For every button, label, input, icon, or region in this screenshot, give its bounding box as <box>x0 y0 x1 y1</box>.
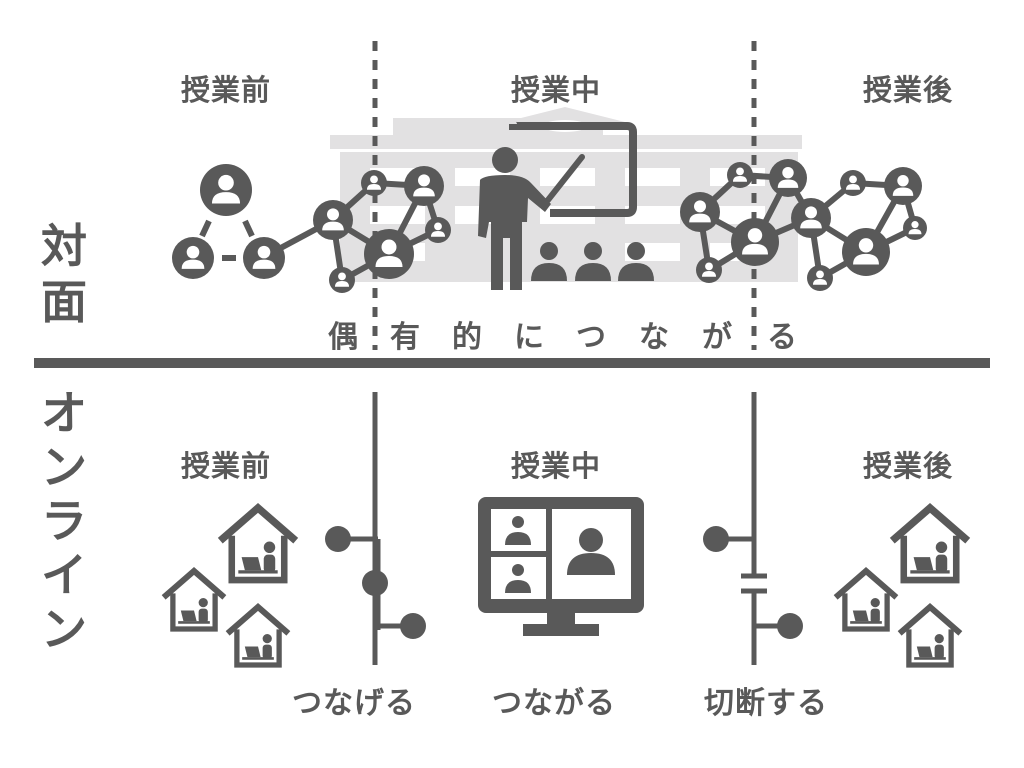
person-node <box>884 167 922 205</box>
row-label-char: ン <box>41 440 87 494</box>
person-node <box>361 170 387 196</box>
home-remote-work-icon <box>836 571 897 629</box>
person-node <box>172 237 214 279</box>
caption-disconnect: 切断する <box>704 686 828 721</box>
person-node <box>329 267 355 293</box>
phase-label-during: 授業中 <box>511 73 602 107</box>
person-node <box>200 164 252 216</box>
person-node <box>313 200 353 240</box>
circuit-connect-icon <box>325 392 426 665</box>
home-remote-work-icon <box>220 508 295 580</box>
people-network-icon-before <box>172 164 451 293</box>
person-node <box>727 162 753 188</box>
home-remote-work-icons-before <box>164 508 296 665</box>
online-phase-label-before: 授業前 <box>181 449 272 483</box>
person-node <box>840 170 866 196</box>
circuit-disconnect-icon <box>703 392 803 665</box>
teacher-presenting-icon <box>478 121 654 290</box>
home-remote-work-icon <box>900 607 961 665</box>
person-node <box>404 166 444 206</box>
tagline-char: に <box>514 320 544 355</box>
online-phase-label-after: 授業後 <box>863 449 954 483</box>
row-label-char: 対 <box>41 219 87 273</box>
person-node <box>425 217 451 243</box>
caption-connect: つなげる <box>292 686 416 721</box>
tagline-char: 的 <box>452 320 482 355</box>
row-label-char: イ <box>41 548 87 602</box>
caption-connected: つながる <box>492 686 616 721</box>
row-label-char: ン <box>41 602 87 656</box>
tagline-char: る <box>767 320 797 355</box>
person-node <box>791 198 831 238</box>
tagline-char: な <box>639 320 669 355</box>
tagline-char: が <box>702 320 732 355</box>
person-node <box>842 228 890 276</box>
home-remote-work-icon <box>164 571 225 629</box>
phase-label-before: 授業前 <box>181 73 272 107</box>
video-conference-monitor-icon <box>478 497 644 636</box>
person-node <box>903 216 927 240</box>
row-label-char: ラ <box>41 494 87 548</box>
person-node <box>769 159 807 197</box>
row-label-face-to-face: 対 面 <box>34 218 94 330</box>
people-network-icon-after <box>680 159 927 291</box>
person-node <box>807 265 833 291</box>
person-node <box>696 257 722 283</box>
tagline-char: 有 <box>390 320 420 355</box>
row-separator <box>34 358 990 368</box>
person-node <box>364 229 414 279</box>
row-label-char: オ <box>41 386 87 440</box>
person-node <box>680 192 720 232</box>
home-remote-work-icons-after <box>836 508 968 665</box>
home-remote-work-icon <box>892 508 967 580</box>
tagline-char: つ <box>576 320 606 355</box>
online-phase-label-during: 授業中 <box>511 449 602 483</box>
home-remote-work-icon <box>228 607 289 665</box>
phase-label-after: 授業後 <box>863 73 954 107</box>
person-node <box>243 237 285 279</box>
row-label-char: 面 <box>41 275 87 329</box>
tagline-char: 偶 <box>328 320 358 355</box>
person-node <box>731 218 779 266</box>
row-label-online: オ ン ラ イ ン <box>34 386 94 656</box>
